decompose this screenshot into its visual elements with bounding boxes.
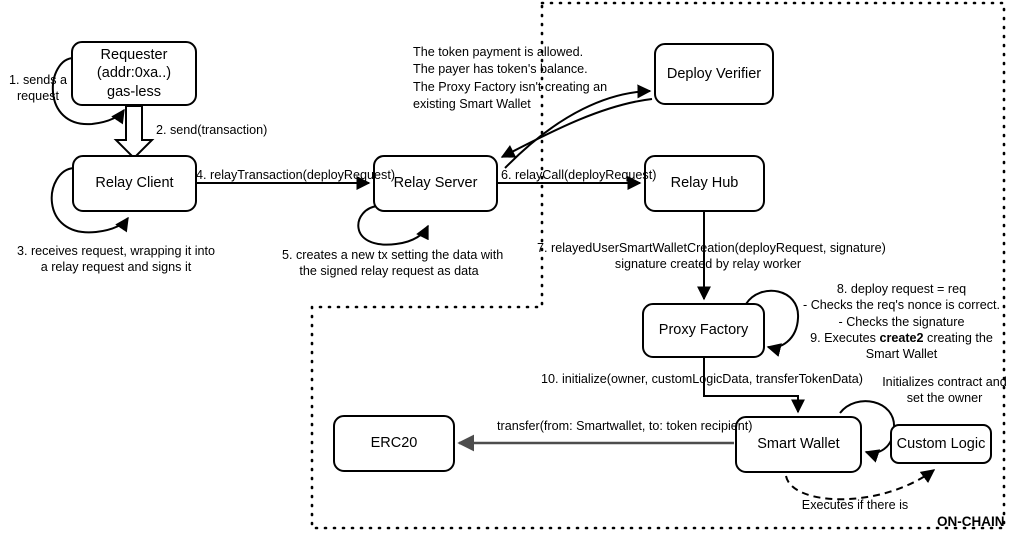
label-transfer: transfer(from: Smartwallet, to: token re… (497, 419, 753, 433)
connector-relayclient-self (50, 167, 129, 234)
node-deploy-verifier[interactable]: Deploy Verifier (654, 43, 774, 105)
label-step-1: 1. sends a request (8, 73, 68, 104)
connector-requester-self (51, 57, 125, 126)
label-step-7: 7. relayedUserSmartWalletCreation(deploy… (537, 241, 886, 272)
connector-smartwallet-customlogic (785, 469, 936, 501)
label-step-8-9: 8. deploy request = req - Checks the req… (794, 281, 1009, 363)
node-requester-line-3: gas-less (107, 83, 161, 100)
label-step-10: 10. initialize(owner, customLogicData, t… (541, 372, 863, 386)
label-step-9-prefix: 9. Executes (810, 331, 880, 346)
node-relay-client-label: Relay Client (95, 175, 174, 192)
node-erc20[interactable]: ERC20 (333, 415, 455, 472)
label-step-8-line-2: - Checks the req's nonce is correct. (803, 298, 1000, 313)
label-step-9-create2: create2 (879, 331, 924, 346)
node-relay-server-label: Relay Server (393, 175, 478, 192)
node-relay-client[interactable]: Relay Client (72, 155, 197, 212)
node-requester[interactable]: Requester (addr:0xa..) gas-less (71, 41, 197, 106)
connector-relayserver-deployverifier-out (504, 84, 652, 169)
node-relay-hub[interactable]: Relay Hub (644, 155, 765, 212)
label-initializes-contract: Initializes contract and set the owner (882, 375, 1007, 406)
label-step-9-suffix: creating the (923, 331, 993, 346)
node-relay-server[interactable]: Relay Server (373, 155, 498, 212)
node-requester-line-2: (addr:0xa..) (96, 65, 172, 82)
connector-deployverifier-relayserver-in (500, 98, 653, 158)
node-relay-hub-label: Relay Hub (670, 175, 739, 192)
node-smart-wallet[interactable]: Smart Wallet (735, 416, 862, 473)
connector-relayserver-self (357, 205, 429, 246)
node-smart-wallet-label: Smart Wallet (757, 436, 840, 453)
label-executes-if-there-is: Executes if there is (801, 498, 909, 512)
node-custom-logic[interactable]: Custom Logic (890, 424, 992, 464)
node-deploy-verifier-label: Deploy Verifier (666, 65, 762, 82)
node-custom-logic-label: Custom Logic (896, 435, 986, 452)
connector-send-transaction-block-arrow (113, 105, 155, 160)
label-step-5: 5. creates a new tx setting the data wit… (282, 248, 504, 279)
label-step-2: 2. send(transaction) (156, 123, 268, 137)
label-step-8-line-3: - Checks the signature (838, 314, 965, 329)
label-step-9-line-2: Smart Wallet (865, 347, 938, 362)
label-verifier-notes: The token payment is allowed. The payer … (413, 45, 608, 112)
connector-proxyfactory-self (745, 289, 800, 357)
label-step-9-line-1: 9. Executes create2 creating the (794, 330, 1009, 346)
label-step-8-line-1: 8. deploy request = req (836, 282, 967, 296)
label-on-chain: ON-CHAIN (937, 514, 1005, 529)
node-proxy-factory-label: Proxy Factory (658, 322, 749, 339)
connector-proxyfactory-smartwallet (703, 358, 805, 414)
node-proxy-factory[interactable]: Proxy Factory (642, 303, 765, 358)
label-step-4: 4. relayTransaction(deployRequest) (196, 168, 396, 182)
node-requester-line-1: Requester (100, 46, 168, 63)
node-erc20-label: ERC20 (370, 435, 418, 452)
label-step-6: 6. relayCall(deployRequest) (501, 168, 657, 182)
label-step-3: 3. receives request, wrapping it into a … (16, 244, 216, 275)
